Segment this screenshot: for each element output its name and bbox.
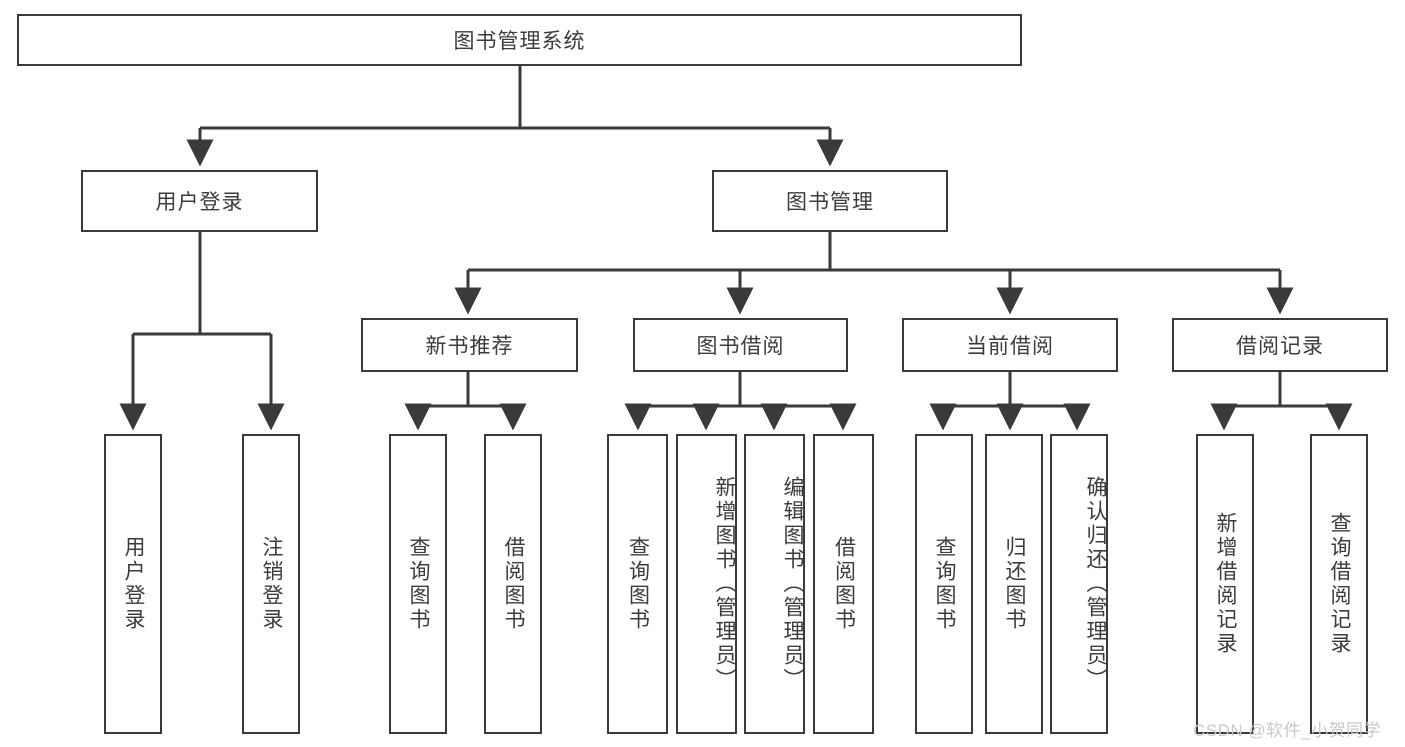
node-leaf-query-book-current[interactable]: 查询图书	[915, 434, 973, 734]
node-leaf-add-book-admin[interactable]: 新增图书（管理员）	[676, 434, 737, 734]
node-leaf-return-book[interactable]: 归还图书	[985, 434, 1043, 734]
node-root-book-management-system[interactable]: 图书管理系统	[17, 14, 1022, 66]
node-leaf-query-borrow-record[interactable]: 查询借阅记录	[1310, 434, 1368, 734]
leaf-label: 用户登录	[122, 536, 146, 632]
leaf-label: 借阅图书	[502, 536, 526, 632]
leaf-label: 查询图书	[933, 536, 957, 632]
leaf-label: 注销登录	[260, 536, 284, 632]
node-leaf-query-book-new[interactable]: 查询图书	[389, 434, 447, 734]
node-user-login[interactable]: 用户登录	[81, 170, 318, 232]
leaf-label: 查询借阅记录	[1328, 512, 1352, 656]
node-leaf-borrow-book[interactable]: 借阅图书	[813, 434, 874, 734]
leaf-label: 借阅图书	[832, 536, 856, 632]
leaf-label: 归还图书	[1003, 536, 1027, 632]
watermark: CSDN @软件_小贺同学	[1193, 721, 1382, 740]
node-leaf-edit-book-admin[interactable]: 编辑图书（管理员）	[744, 434, 805, 734]
node-book-management[interactable]: 图书管理	[712, 170, 948, 232]
node-borrow-record[interactable]: 借阅记录	[1172, 318, 1388, 372]
node-leaf-user-login[interactable]: 用户登录	[104, 434, 162, 734]
leaf-label: 确认归还（管理员）	[1084, 476, 1107, 692]
node-new-book-recommend[interactable]: 新书推荐	[361, 318, 578, 372]
node-leaf-query-book-borrow[interactable]: 查询图书	[607, 434, 668, 734]
node-leaf-add-borrow-record[interactable]: 新增借阅记录	[1196, 434, 1254, 734]
leaf-label: 编辑图书（管理员）	[781, 476, 804, 692]
node-leaf-confirm-return-admin[interactable]: 确认归还（管理员）	[1050, 434, 1108, 734]
leaf-label: 新增图书（管理员）	[713, 476, 736, 692]
leaf-label: 查询图书	[407, 536, 431, 632]
leaf-label: 查询图书	[626, 536, 650, 632]
node-current-borrow[interactable]: 当前借阅	[902, 318, 1118, 372]
node-leaf-logout[interactable]: 注销登录	[242, 434, 300, 734]
leaf-label: 新增借阅记录	[1214, 512, 1238, 656]
node-leaf-borrow-book-new[interactable]: 借阅图书	[484, 434, 542, 734]
node-book-borrow[interactable]: 图书借阅	[633, 318, 848, 372]
